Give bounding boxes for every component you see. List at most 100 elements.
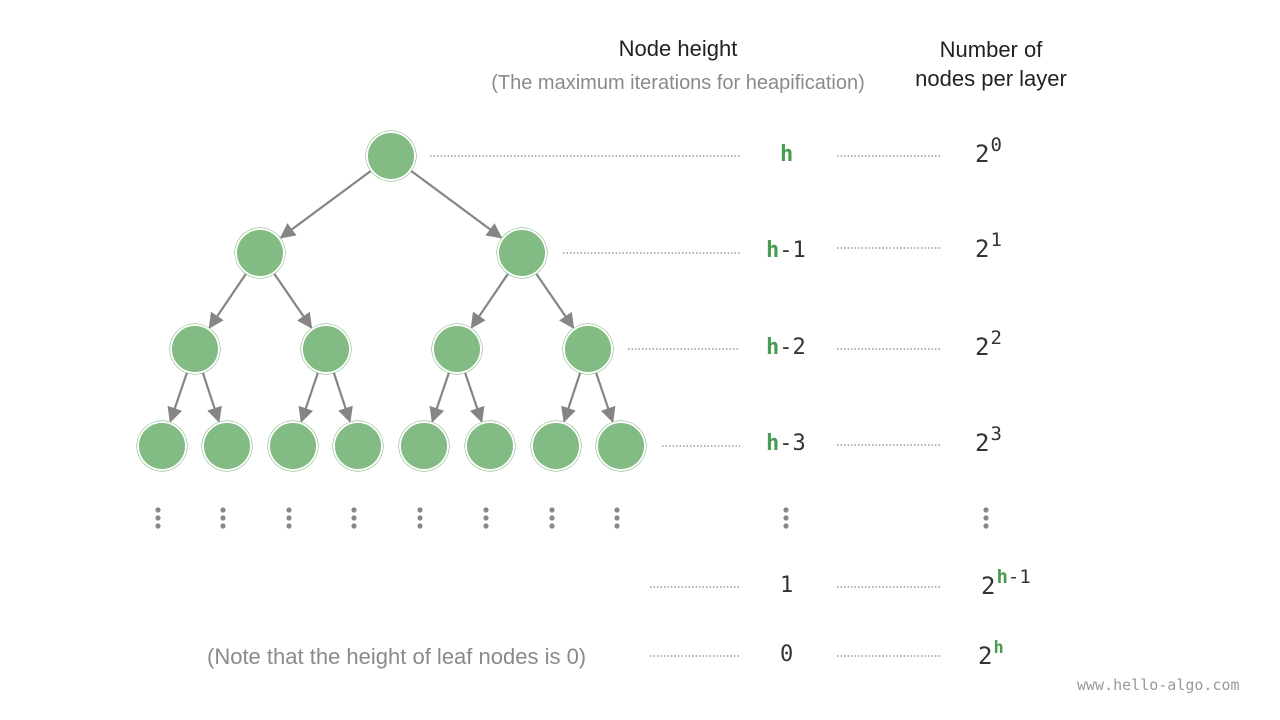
power-exponent: 0 [990,134,1002,156]
height-label-level-1: h-1 [766,238,806,263]
node-count-level-2: 22 [975,327,1002,361]
vertical-ellipsis [417,507,423,529]
height-variable: h [766,335,780,360]
ellipsis-dot [351,523,357,529]
vertical-ellipsis [983,507,989,529]
node-height-subtitle: (The maximum iterations for heapificatio… [491,72,865,94]
height-label-level-0: h [780,142,793,167]
height-offset: -1 [779,238,806,263]
height-label-level-3: h-3 [766,431,806,456]
ellipsis-dot [220,507,226,513]
ellipsis-dot [549,523,555,529]
tree-edge [279,169,372,239]
ellipsis-dot [286,507,292,513]
height-variable: h [780,142,794,167]
ellipsis-dot [483,507,489,513]
tree-node [596,421,646,471]
power-exponent: 2 [990,327,1002,349]
height-variable: h [766,431,780,456]
nodes-per-layer-title-line1: Number of [939,37,1043,62]
ellipsis-dot [783,507,789,513]
tree-edge [167,372,188,423]
tree-node [432,324,482,374]
tree-edge [470,273,509,329]
ellipsis-dot [155,515,161,521]
watermark: www.hello-algo.com [1077,676,1240,694]
power-base: 2 [975,333,990,361]
tree-edge [273,272,313,329]
node-count-level-1: 21 [975,229,1002,263]
tree-node [366,131,416,181]
height-offset: -2 [779,335,806,360]
vertical-ellipsis [220,507,226,529]
ellipsis-dot [983,515,989,521]
ellipsis-dot [783,523,789,529]
power-exponent: 1 [990,229,1002,251]
ellipsis-dot [417,507,423,513]
tree-node [137,421,187,471]
power-base: 2 [975,140,990,168]
node-count-level-0: 20 [975,134,1002,168]
exponent-offset: -1 [1007,566,1031,588]
tree-node [465,421,515,471]
node-count-h: 2h [978,638,1004,670]
ellipsis-dot [286,523,292,529]
tree-node [268,421,318,471]
vertical-ellipsis [155,507,161,529]
height-offset: -3 [779,431,806,456]
tree-edge [535,272,575,329]
ellipsis-dot [983,507,989,513]
ellipsis-dot [614,507,620,513]
ellipsis-dot [549,507,555,513]
ellipsis-dot [155,507,161,513]
tree-node [301,324,351,374]
tree-node [333,421,383,471]
node-height-title: Node height [618,36,738,61]
ellipsis-dot [220,523,226,529]
node-count-level-3: 23 [975,423,1002,457]
ellipsis-dot [417,523,423,529]
nodes-per-layer-title: Number of nodes per layer [896,35,1086,93]
tree-node [497,228,547,278]
leaf-height-note: (Note that the height of leaf nodes is 0… [207,644,587,669]
tree-edge [201,372,222,423]
height-label-one: 1 [780,573,794,598]
tree-nodes [136,130,647,472]
height-variable: h [766,238,780,263]
tree-edge [561,372,582,423]
tree-node [170,324,220,374]
leader-lines [430,155,942,657]
ellipsis-dot [351,515,357,521]
exponent-variable: h [996,566,1008,588]
vertical-ellipsis [614,507,620,529]
vertical-ellipsis [351,507,357,529]
tree-node [563,324,613,374]
nodes-per-layer-title-line2: nodes per layer [915,66,1067,91]
power-exponent: 3 [990,423,1002,445]
ellipsis-dot [351,507,357,513]
tree-edge [429,372,450,423]
ellipsis-dot [155,523,161,529]
tree-node [531,421,581,471]
ellipsis-dot [783,515,789,521]
vertical-ellipsis-group [155,507,989,529]
ellipsis-dot [417,515,423,521]
tree-edge [298,372,319,423]
ellipsis-dot [614,515,620,521]
tree-edge [332,372,353,423]
vertical-ellipsis [286,507,292,529]
power-base: 2 [975,235,990,263]
ellipsis-dot [983,523,989,529]
node-count-h-minus-1: 2h-1 [981,566,1031,600]
ellipsis-dot [549,515,555,521]
tree-edge [208,273,247,329]
ellipsis-dot [483,523,489,529]
power-base: 2 [981,572,996,600]
power-base: 2 [978,642,993,670]
vertical-ellipsis [549,507,555,529]
power-exponent: h [993,638,1004,658]
tree-node [202,421,252,471]
tree-edges [167,169,616,423]
power-exponent: h-1 [996,566,1030,588]
